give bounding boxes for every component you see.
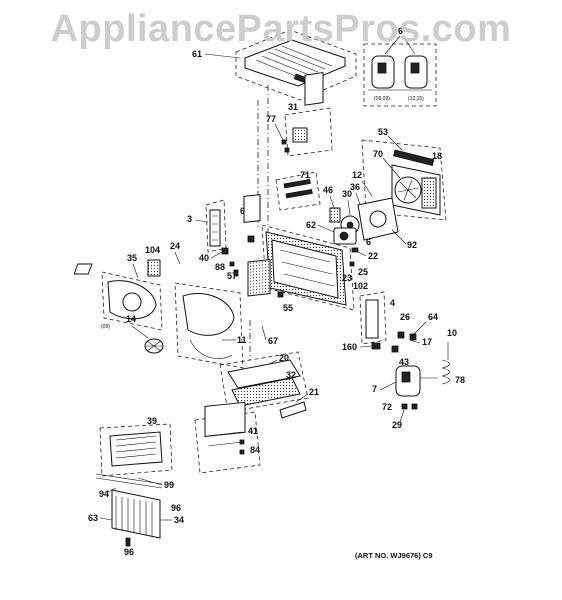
part-number-label: 22 — [368, 251, 378, 261]
part-number-label: 53 — [378, 127, 388, 137]
part-number-label: 14 — [126, 314, 136, 324]
part-number-label: 29 — [392, 420, 402, 430]
condenser-fan-assembly — [361, 139, 447, 221]
capillary-coil-10 — [441, 342, 450, 385]
part-number-label: 21 — [309, 387, 319, 397]
part-number-label: 55 — [283, 303, 293, 313]
part-number-label: 78 — [455, 375, 465, 385]
part-number-label: 34 — [174, 515, 184, 525]
part-number-label: 57 — [227, 271, 237, 281]
part-number-label: 7 — [372, 384, 377, 394]
part-number-label: 6 — [366, 237, 371, 247]
part-number-label: 160 — [342, 342, 357, 352]
part-number-label: 84 — [250, 445, 260, 455]
filter-104 — [147, 259, 161, 277]
blower-note: (09) — [101, 324, 110, 330]
part-number-label: 43 — [399, 357, 409, 367]
part-number-label: 61 — [192, 49, 202, 59]
front-grille-39 — [99, 423, 173, 477]
part-number-label: 99 — [164, 480, 174, 490]
part-number-label: 88 — [215, 262, 225, 272]
part-number-label: 96 — [171, 503, 181, 513]
compressor-note: (12,15) — [408, 96, 424, 102]
compressor-7 — [395, 365, 438, 397]
bracket-31 — [284, 72, 333, 157]
part-number-label: 72 — [382, 402, 392, 412]
part-number-label: 70 — [373, 149, 383, 159]
evaporator-frame-20 — [219, 351, 309, 413]
part-number-label: 104 — [145, 245, 160, 255]
blower-wheel-14 — [144, 338, 164, 354]
evaporator-coil — [111, 489, 161, 539]
side-bracket-3 — [205, 199, 227, 253]
part-number-label: 64 — [428, 312, 438, 322]
part-number-label: 25 — [358, 267, 368, 277]
compressor-variants — [363, 43, 437, 107]
top-cover-assembly — [235, 29, 357, 101]
part-number-label: 94 — [99, 489, 109, 499]
valve-bracket-4 — [359, 291, 387, 345]
shroud-assembly — [174, 282, 244, 369]
part-number-label: 46 — [323, 185, 333, 195]
control-bracket-68 — [243, 194, 261, 243]
part-number-label: 6 — [398, 26, 403, 36]
air-guide-50 — [194, 401, 261, 474]
part-number-label: 71 — [300, 170, 310, 180]
part-number-label: 67 — [268, 336, 278, 346]
compressor-note: (08,09) — [374, 96, 390, 102]
part-number-label: 3 — [187, 214, 192, 224]
blower-scroll-35 — [101, 271, 163, 331]
base-chassis — [261, 224, 355, 311]
insulation-32 — [231, 377, 301, 407]
part-number-label: 39 — [147, 416, 157, 426]
panel-67 — [247, 259, 271, 297]
part-number-label: 31 — [288, 102, 298, 112]
art-number: (ART NO. WJ9676) C9 — [355, 551, 433, 560]
fan-motor-assembly — [329, 197, 399, 241]
part-number-label: 62 — [306, 220, 316, 230]
part-number-label: 23 — [342, 273, 352, 283]
part-number-label: 17 — [422, 337, 432, 347]
part-number-label: 20 — [279, 353, 289, 363]
drain-channel-21 — [279, 401, 307, 419]
clips-71 — [275, 171, 321, 211]
part-number-label: 30 — [342, 189, 352, 199]
part-number-label: 36 — [350, 182, 360, 192]
part-number-label: 63 — [88, 513, 98, 523]
part-number-label: 40 — [199, 253, 209, 263]
part-number-label: 4 — [390, 298, 395, 308]
part-number-label: 102 — [353, 281, 368, 291]
part-number-label: 77 — [266, 114, 276, 124]
part-number-label: 35 — [127, 253, 137, 263]
part-number-label: 11 — [237, 335, 247, 345]
part-number-label: 18 — [432, 151, 442, 161]
part-number-label: 10 — [447, 328, 457, 338]
part-number-label: 12 — [352, 170, 362, 180]
part-number-label: 96 — [124, 547, 134, 557]
part-number-label: 24 — [170, 241, 180, 251]
motor-mount-62 — [333, 227, 357, 245]
part-number-label: 32 — [286, 370, 296, 380]
pad-24 — [73, 263, 93, 275]
part-number-label: 41 — [248, 426, 258, 436]
part-number-label: 26 — [400, 312, 410, 322]
part-number-label: 92 — [407, 240, 417, 250]
